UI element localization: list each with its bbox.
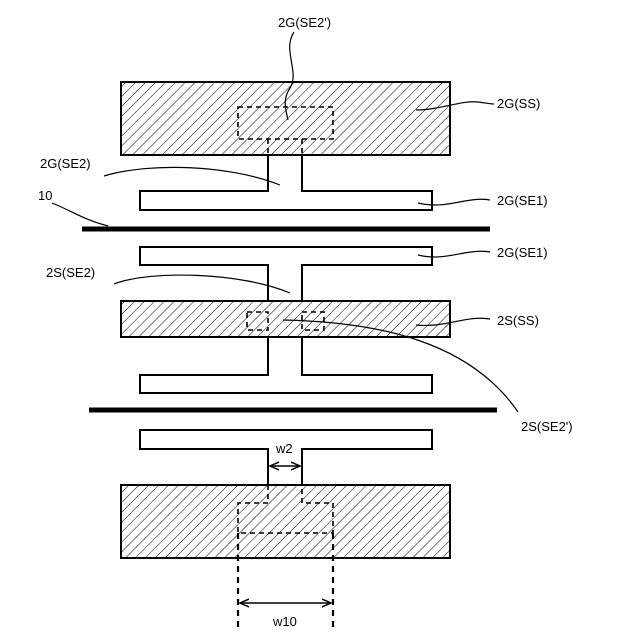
label-s-se2-prime: 2S(SE2') bbox=[521, 419, 573, 434]
label-w10: w10 bbox=[272, 614, 297, 629]
leader-s-se2 bbox=[114, 275, 290, 293]
leader-g-se2 bbox=[104, 167, 280, 185]
label-g-ss: 2G(SS) bbox=[497, 96, 540, 111]
gate-se1-strip-lower bbox=[140, 247, 432, 301]
leader-layer-10 bbox=[52, 203, 108, 226]
label-s-se2: 2S(SE2) bbox=[46, 265, 95, 280]
bottom-electrode-group bbox=[121, 430, 450, 628]
gate-se1-strip-top bbox=[140, 155, 432, 210]
bottom-pad bbox=[121, 485, 450, 558]
label-g-se2-prime: 2G(SE2') bbox=[278, 15, 331, 30]
label-g-se2: 2G(SE2) bbox=[40, 156, 91, 171]
label-g-se1-top: 2G(SE1) bbox=[497, 193, 548, 208]
label-layer-10: 10 bbox=[38, 188, 52, 203]
label-w2: w2 bbox=[275, 441, 293, 456]
label-s-ss: 2S(SS) bbox=[497, 313, 539, 328]
gate-ss-pad bbox=[121, 82, 450, 155]
source-ss-pad bbox=[121, 301, 450, 337]
label-g-se1-lower: 2G(SE1) bbox=[497, 245, 548, 260]
bottom-strip bbox=[140, 430, 432, 485]
source-lower-strip bbox=[140, 337, 432, 393]
